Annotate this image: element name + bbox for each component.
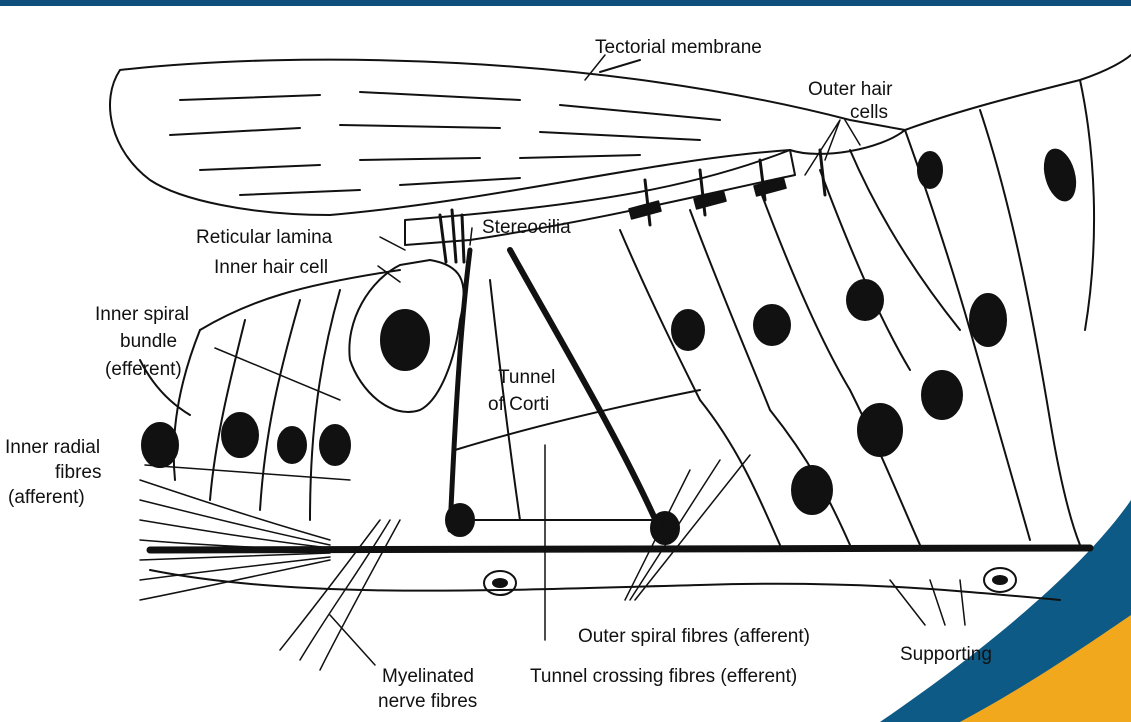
label-of-corti: of Corti xyxy=(488,394,549,415)
labels: Tectorial membrane Outer hair cells Ster… xyxy=(5,37,992,712)
label-outer-hair-cells-1: Outer hair xyxy=(808,79,893,100)
label-tunnel: Tunnel xyxy=(498,367,555,388)
label-inner-radial-1: Inner radial xyxy=(5,437,100,458)
label-tunnel-crossing: Tunnel crossing fibres (efferent) xyxy=(530,666,797,687)
label-inner-spiral-2: bundle xyxy=(120,331,177,352)
label-stereocilia: Stereocilia xyxy=(482,217,571,238)
inner-hair-cell xyxy=(349,210,464,412)
label-outer-spiral: Outer spiral fibres (afferent) xyxy=(578,626,810,647)
label-inner-radial-2: fibres xyxy=(55,462,101,483)
label-supporting: Supporting xyxy=(900,644,992,665)
tunnel-of-corti xyxy=(446,250,700,544)
outer-hair-cells xyxy=(620,150,910,410)
label-tectorial-membrane: Tectorial membrane xyxy=(595,37,762,58)
label-myelinated-1: Myelinated xyxy=(382,666,474,687)
tympanic-layer xyxy=(150,568,1060,600)
tectorial-membrane xyxy=(110,60,905,215)
label-myelinated-2: nerve fibres xyxy=(378,691,477,712)
label-inner-hair-cell: Inner hair cell xyxy=(214,257,328,278)
label-inner-spiral-3: (efferent) xyxy=(105,359,182,380)
label-reticular-lamina: Reticular lamina xyxy=(196,227,333,248)
label-inner-spiral-1: Inner spiral xyxy=(95,304,189,325)
label-inner-radial-3: (afferent) xyxy=(8,487,85,508)
corner-decoration xyxy=(880,500,1131,722)
label-outer-hair-cells-2: cells xyxy=(850,102,888,123)
